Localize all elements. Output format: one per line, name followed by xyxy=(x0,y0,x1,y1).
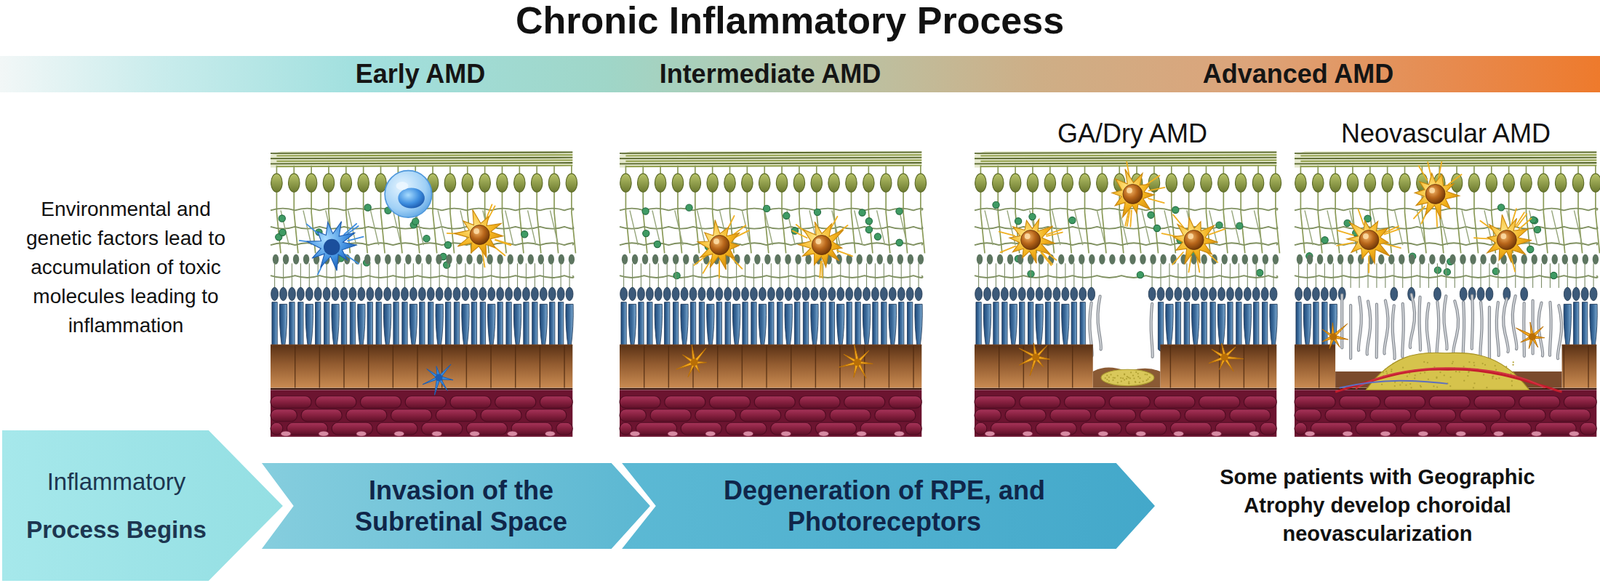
chevron-shape xyxy=(257,461,655,552)
process-chevron: Degeneration of RPE, and Photoreceptors xyxy=(617,461,1160,552)
band-cell: Intermediate AMD xyxy=(552,56,989,93)
stage-band: Early AMD Intermediate AMD Advanced AMD xyxy=(0,56,1600,93)
note-text: Environmental and genetic factors lead t… xyxy=(16,194,235,341)
note-text: Some patients with Geographic Atrophy de… xyxy=(1181,463,1574,549)
chevron-shape xyxy=(0,428,286,583)
chevron-text: Process Begins xyxy=(2,515,230,545)
chevron-text: Invasion of the Subretinal Space xyxy=(308,474,614,538)
chevron-text-group: Degeneration of RPE, and Photoreceptors xyxy=(666,474,1103,538)
band-cell: Advanced AMD xyxy=(1080,56,1517,93)
process-chevron: InflammatoryProcess Begins xyxy=(0,428,286,583)
stage-label: Early AMD xyxy=(355,58,486,89)
chevron-text: Inflammatory xyxy=(2,467,230,497)
label-holder: Some patients with Geographic Atrophy de… xyxy=(1181,463,1574,549)
label-holder: Environmental and genetic factors lead t… xyxy=(16,194,235,341)
retina-panel xyxy=(1294,151,1600,438)
retina-panel xyxy=(619,151,927,438)
stage-label: Intermediate AMD xyxy=(659,58,882,89)
label-holder: Neovascular AMD xyxy=(1300,117,1592,150)
title-holder: Chronic Inflammatory Process xyxy=(0,0,1580,41)
chevron-text-box: Degeneration of RPE, and Photoreceptors xyxy=(666,465,1103,547)
chevron-text-group: InflammatoryProcess Begins xyxy=(2,467,230,544)
title: Chronic Inflammatory Process xyxy=(0,0,1580,41)
chevron-text: Degeneration of RPE, and Photoreceptors xyxy=(666,474,1103,538)
chevron-text-box: InflammatoryProcess Begins xyxy=(2,442,230,570)
chevron-text-box: Invasion of the Subretinal Space xyxy=(308,465,614,547)
band-cell: Early AMD xyxy=(202,56,639,93)
chevron-text-group: Invasion of the Subretinal Space xyxy=(308,474,614,538)
subtype-label: GA/Dry AMD xyxy=(986,117,1278,150)
retina-panel xyxy=(974,151,1282,438)
chevron-shape xyxy=(617,461,1160,552)
process-chevron: Invasion of the Subretinal Space xyxy=(257,461,655,552)
label-holder: GA/Dry AMD xyxy=(986,117,1278,150)
retina-panel xyxy=(270,151,578,438)
subtype-label: Neovascular AMD xyxy=(1300,117,1592,150)
stage-label: Advanced AMD xyxy=(1202,58,1395,89)
